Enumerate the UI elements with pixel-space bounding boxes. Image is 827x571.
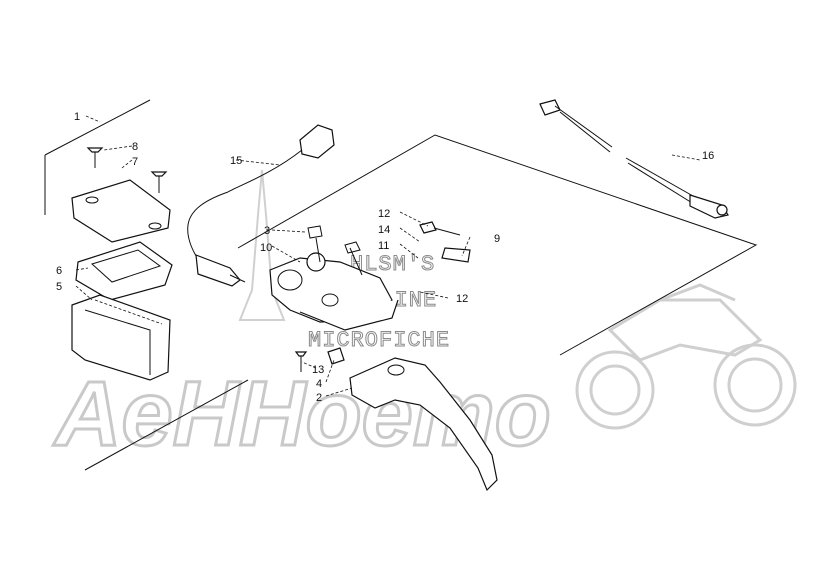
group-frame-reservoir: [44, 99, 249, 471]
callout-9: 9: [494, 233, 500, 245]
callout-15: 15: [230, 155, 242, 167]
callout-5: 5: [56, 281, 62, 293]
part-reservoir-cover: [71, 179, 171, 243]
callout-13: 13: [312, 364, 324, 376]
callout-10: 10: [260, 242, 272, 254]
callout-7: 7: [132, 156, 138, 168]
callout-11: 11: [378, 240, 389, 252]
callout-3: 3: [264, 225, 270, 237]
callout-8: 8: [132, 141, 138, 153]
part-master-cylinder: [269, 221, 471, 331]
motorcycle-watermark-icon: [575, 283, 797, 430]
callout-16: 16: [702, 150, 714, 162]
part-cover-screws: [86, 147, 168, 193]
callouts: 1 2 3 4 5 6 7 8 9 10 11 12 12 13 14 15 1…: [56, 111, 714, 404]
leader-lines: [75, 115, 701, 397]
watermark: AeHHoemo HLSM'S ONLINE MICROFICHE: [52, 169, 797, 467]
callout-12b: 12: [456, 293, 468, 305]
part-brake-switch-wire: [187, 124, 335, 287]
callout-1: 1: [74, 111, 80, 123]
callout-12a: 12: [378, 208, 390, 220]
callout-6: 6: [56, 265, 62, 277]
part-diaphragm: [75, 241, 173, 301]
tower-watermark-icon: [238, 169, 286, 321]
part-brake-lever: [294, 347, 498, 492]
callout-14: 14: [378, 224, 390, 236]
watermark-line3: MICROFICHE: [308, 328, 450, 353]
callout-2: 2: [316, 392, 322, 404]
callout-4: 4: [316, 378, 322, 390]
part-reservoir-body: [71, 294, 171, 381]
group-frame-lever: [237, 134, 758, 356]
part-throttle-cable: [539, 99, 729, 219]
